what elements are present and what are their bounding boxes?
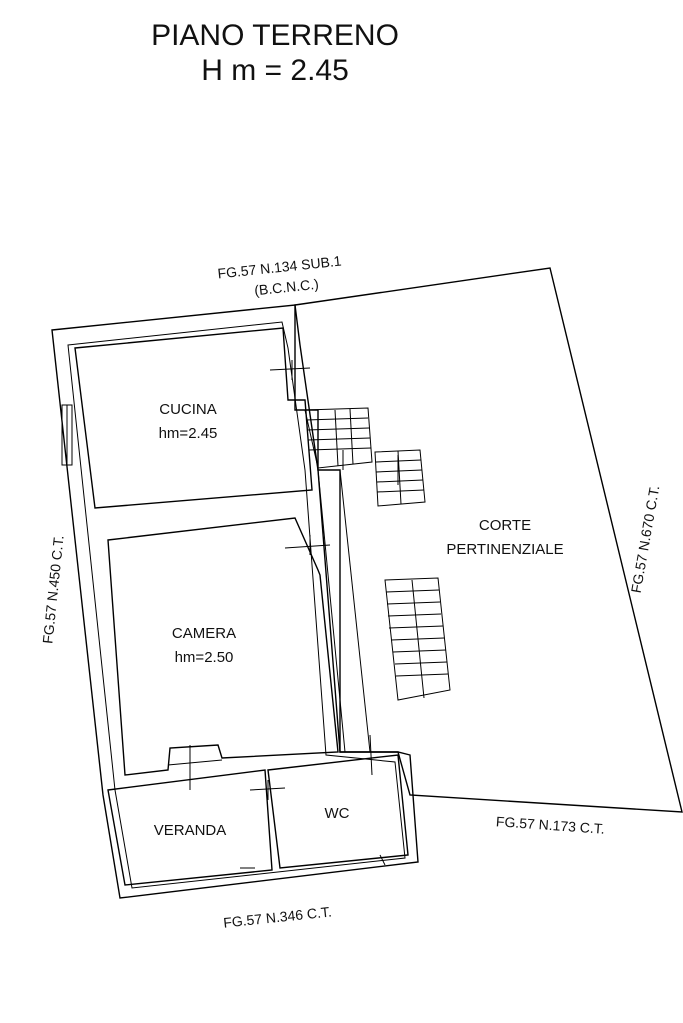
room-cucina-height: hm=2.45	[159, 425, 218, 442]
courtyard-label-1: CORTE	[479, 517, 531, 534]
courtyard-outline	[294, 267, 683, 813]
room-cucina-outline	[74, 327, 313, 509]
boundary-west: FG.57 N.450 C.T.	[39, 534, 66, 644]
room-wc-name: WC	[325, 805, 350, 822]
boundary-north-2: (B.C.N.C.)	[254, 276, 320, 299]
courtyard-label-2: PERTINENZIALE	[446, 541, 563, 558]
boundary-east: FG.57 N.670 C.T.	[628, 484, 663, 594]
building-inner-wall	[67, 321, 406, 889]
corridor-wall-east	[339, 469, 371, 753]
stair-middle	[374, 449, 426, 507]
stair-lower	[384, 577, 451, 701]
room-camera-name: CAMERA	[172, 625, 236, 642]
plan-title: PIANO TERRENO	[151, 19, 399, 52]
room-cucina-name: CUCINA	[159, 401, 217, 418]
boundary-south-east: FG.57 N.173 C.T.	[495, 813, 605, 837]
room-camera-height: hm=2.50	[175, 649, 234, 666]
door-markers	[167, 360, 386, 869]
stair-upper	[304, 407, 373, 470]
room-veranda-outline	[107, 769, 273, 886]
building-outer-wall	[51, 304, 419, 899]
room-wc-outline	[267, 754, 409, 869]
corridor-wall	[317, 469, 346, 753]
plan-height: H m = 2.45	[201, 54, 349, 87]
room-veranda-name: VERANDA	[154, 822, 227, 839]
boundary-north-1: FG.57 N.134 SUB.1	[217, 253, 343, 282]
boundary-south: FG.57 N.346 C.T.	[222, 903, 332, 930]
room-camera-outline	[107, 517, 339, 776]
